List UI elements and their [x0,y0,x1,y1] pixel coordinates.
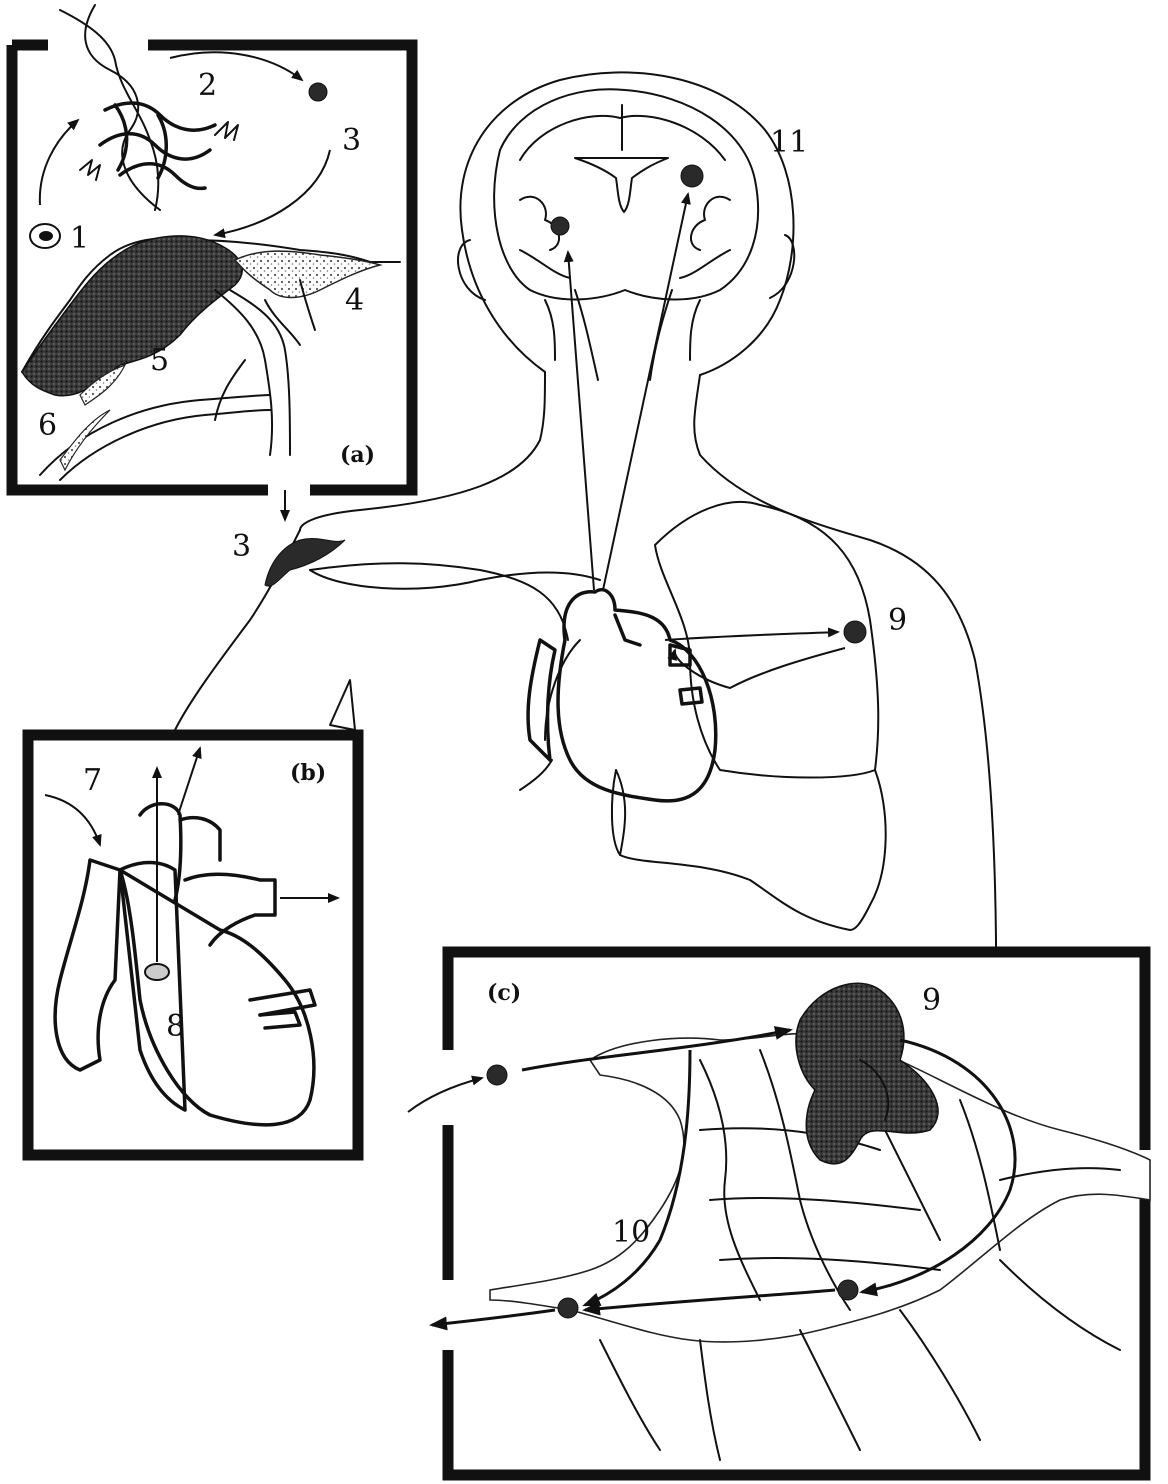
label-5: 5 [150,343,169,378]
brain-metastasis-left [551,217,569,235]
arrow-heart-to-brain-left [568,252,594,590]
label-11: 11 [770,125,808,160]
label-9-panel: 9 [922,983,941,1018]
brain [494,89,758,380]
circulating-cell-lower [838,1280,858,1300]
label-3-top: 3 [342,123,361,158]
label-8: 8 [166,1009,185,1044]
tumor-cell-3 [309,83,327,101]
arrow-heart-to-lung [665,632,838,640]
panel-a-label: (a) [340,442,375,468]
label-4: 4 [345,283,364,318]
panel-c-label: (c) [487,980,521,1006]
label-7: 7 [83,763,102,798]
label-3-shoulder: 3 [232,529,251,564]
label-6: 6 [38,408,57,443]
label-2: 2 [198,68,217,103]
label-10: 10 [612,1215,650,1250]
heart-body [520,590,716,801]
shoulder-to-heart-vessel [310,563,568,640]
panel-b-label: (b) [290,760,326,786]
label-9-chest: 9 [888,603,907,638]
lung-metastasis [844,621,866,643]
foramen-ovale-8 [145,964,169,980]
circulating-cell-entry [487,1065,507,1085]
arrow-heart-to-brain-right [603,194,688,590]
brain-metastasis-right [681,165,703,187]
panel-c [408,946,1150,1476]
circulating-cell-exit [558,1298,578,1318]
label-1: 1 [70,221,89,256]
shoulder-tumor [265,539,345,587]
panel-b [28,735,358,1155]
